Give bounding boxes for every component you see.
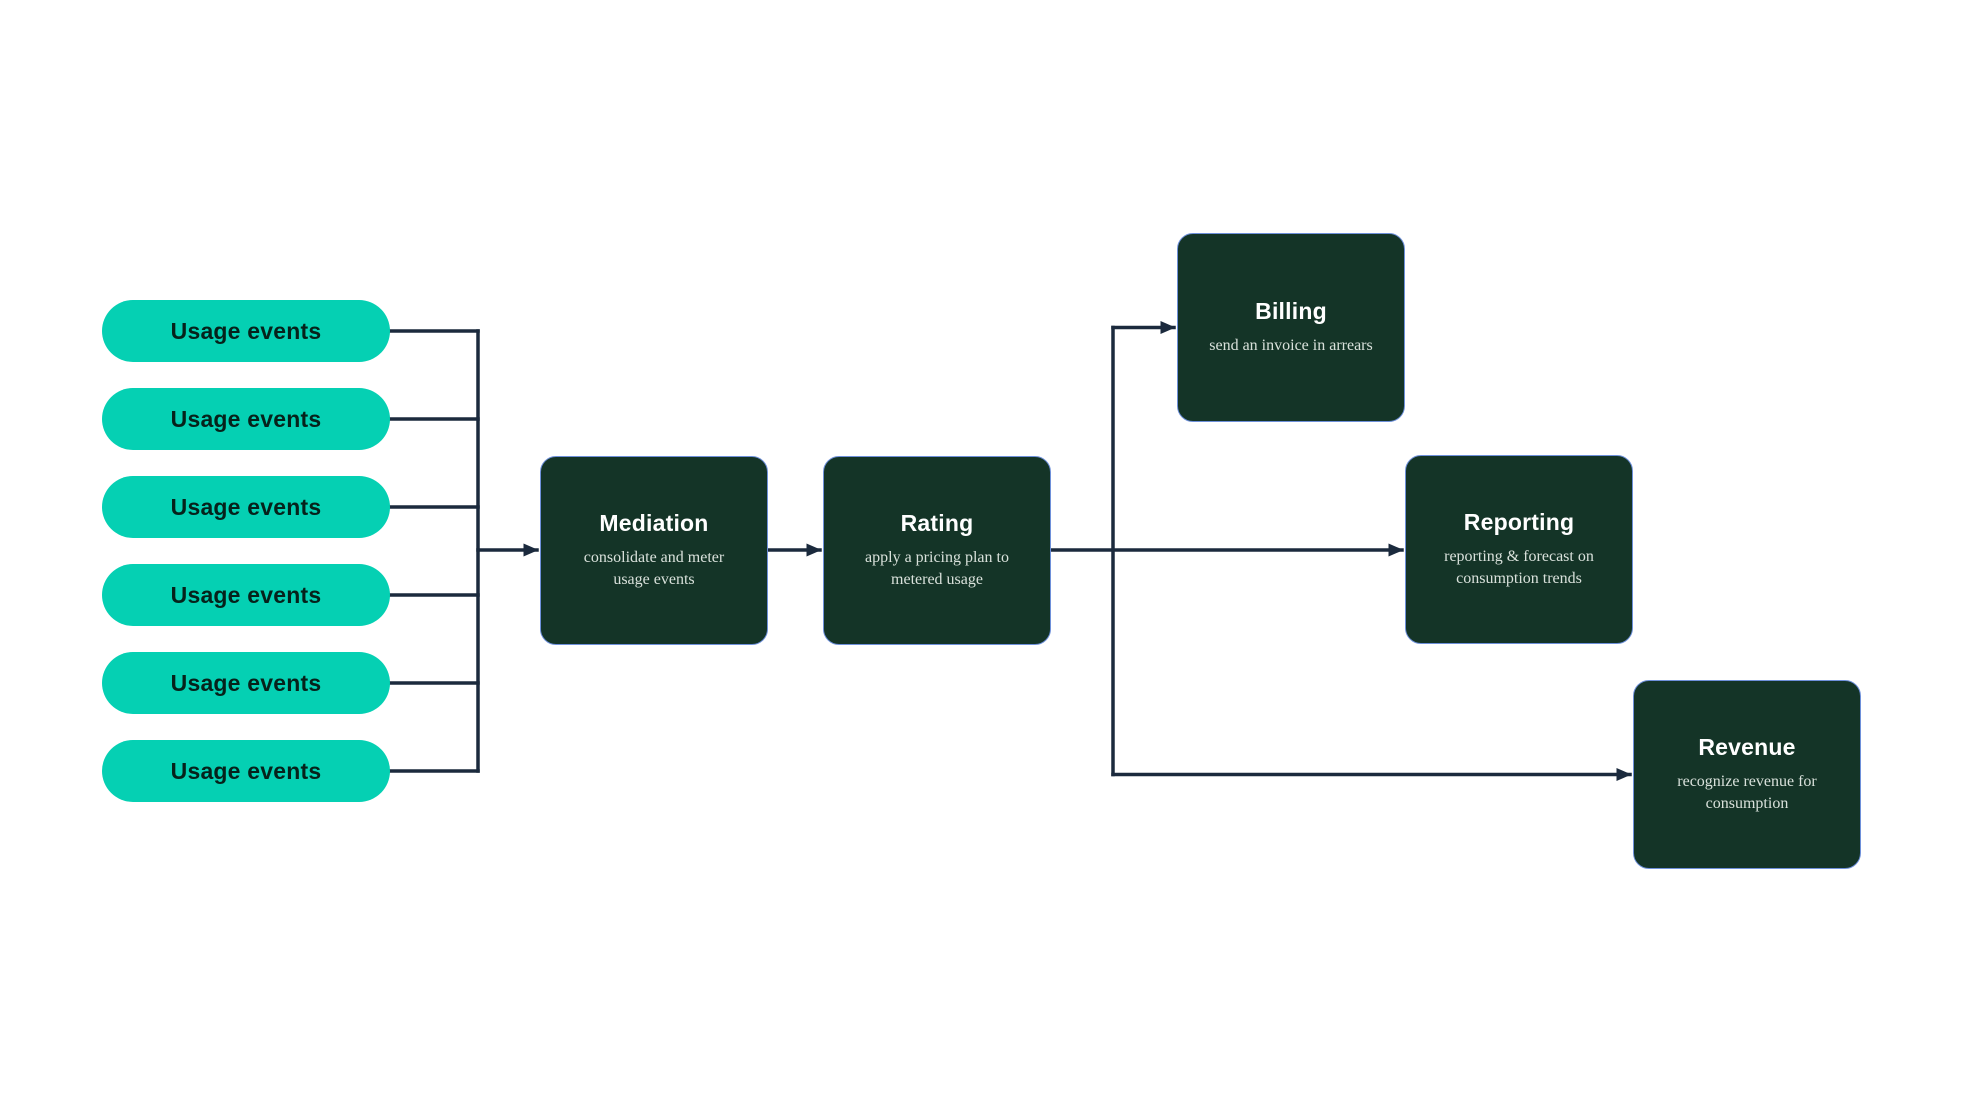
rating-title: Rating [900, 509, 974, 536]
usage-events-label: Usage events [170, 581, 322, 608]
usage-events-pill-5: Usage events [102, 652, 390, 714]
rating-subtitle: apply a pricing plan to metered usage [865, 548, 1009, 588]
usage-events-label: Usage events [170, 493, 322, 520]
reporting-node: Reporting reporting & forecast on consum… [1405, 455, 1633, 644]
usage-events-pill-2: Usage events [102, 388, 390, 450]
rating-node: Rating apply a pricing plan to metered u… [823, 456, 1051, 645]
usage-events-pill-3: Usage events [102, 476, 390, 538]
mediation-subtitle: consolidate and meter usage events [583, 548, 725, 588]
reporting-title: Reporting [1463, 508, 1575, 535]
billing-title: Billing [1255, 297, 1327, 324]
reporting-subtitle: reporting & forecast on consumption tren… [1444, 547, 1594, 587]
usage-events-pill-4: Usage events [102, 564, 390, 626]
billing-node: Billing send an invoice in arrears [1177, 233, 1405, 422]
revenue-title: Revenue [1698, 733, 1796, 760]
revenue-subtitle: recognize revenue for consumption [1677, 772, 1817, 812]
usage-events-pill-6: Usage events [102, 740, 390, 802]
mediation-title: Mediation [599, 509, 709, 536]
usage-events-label: Usage events [170, 669, 322, 696]
mediation-node: Mediation consolidate and meter usage ev… [540, 456, 768, 645]
usage-events-pill-1: Usage events [102, 300, 390, 362]
usage-events-label: Usage events [170, 405, 322, 432]
revenue-node: Revenue recognize revenue for consumptio… [1633, 680, 1861, 869]
usage-events-label: Usage events [170, 757, 322, 784]
usage-events-label: Usage events [170, 317, 322, 344]
billing-subtitle: send an invoice in arrears [1209, 336, 1373, 354]
